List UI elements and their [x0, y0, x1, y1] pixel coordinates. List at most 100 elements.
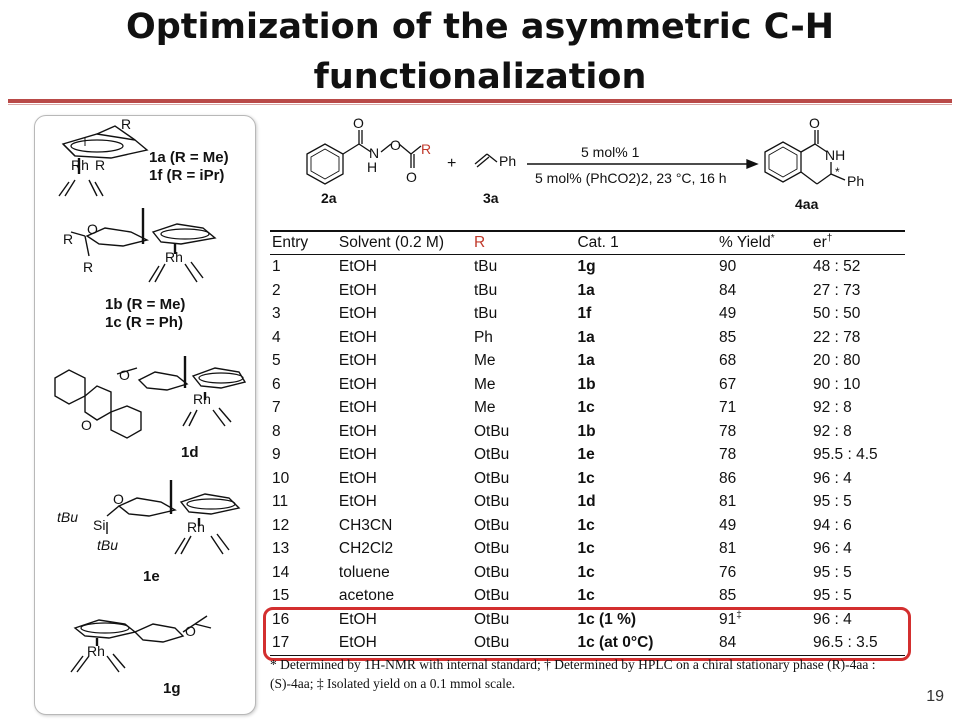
cell-entry: 17	[270, 631, 337, 656]
cell-yield: 78	[719, 446, 737, 463]
cell-solvent: EtOH	[338, 493, 377, 510]
cell-catalyst: 1c	[577, 399, 595, 416]
cell-r: Ph	[473, 328, 493, 346]
reaction-scheme: O N H O O R + Ph O NH * Ph	[295, 115, 915, 218]
cell-er: 27 : 73	[813, 281, 861, 299]
page-number: 19	[926, 688, 944, 705]
catalyst-structures-panel: R Rh R O R R Rh	[34, 115, 256, 715]
optimal-conditions-highlight	[263, 607, 911, 661]
svg-text:Rh: Rh	[165, 249, 183, 265]
table-footnote: * Determined by 1H-NMR with internal sta…	[270, 657, 876, 691]
title-divider	[8, 99, 952, 103]
cell-r: OtBu	[473, 422, 510, 440]
cell-entry: 2	[272, 281, 281, 299]
cell-yield: 49	[719, 516, 737, 534]
condition-catalyst: 5 mol% 1	[581, 144, 640, 160]
cell-r: OtBu	[473, 469, 510, 487]
cell-solvent: EtOH	[338, 375, 377, 393]
cell-r: OtBu	[473, 516, 510, 534]
cell-r: OtBu	[473, 446, 510, 463]
cell-entry: 14	[272, 563, 290, 581]
cell-er: 95 : 5	[813, 587, 852, 604]
svg-text:Ph: Ph	[499, 153, 516, 169]
cell-yield: 67	[719, 375, 737, 393]
catalyst-1c-label: 1c (R = Ph)	[105, 314, 183, 331]
title-divider-shadow	[8, 104, 952, 105]
cell-yield: 84	[717, 631, 811, 656]
c1-r-top: R	[121, 116, 131, 132]
cell-r: OtBu	[473, 563, 510, 581]
cell-r: Me	[473, 399, 496, 416]
catalyst-1g-structure	[70, 615, 212, 673]
svg-text:O: O	[809, 118, 820, 131]
cell-solvent: EtOH	[338, 352, 377, 369]
cell-yield: 86	[719, 469, 737, 487]
cell-yield: 78	[719, 422, 737, 440]
svg-text:Rh: Rh	[87, 643, 105, 659]
svg-text:tBu: tBu	[97, 537, 118, 553]
svg-text:Si: Si	[93, 517, 105, 533]
cell-catalyst-note: (1 %)	[594, 610, 637, 628]
svg-text:O: O	[185, 623, 196, 639]
cell-solvent: acetone	[338, 587, 395, 604]
cell-catalyst: 1a	[577, 328, 595, 346]
header-yield: % Yield*	[717, 230, 811, 255]
cell-er: 95 : 5	[813, 563, 852, 581]
cell-catalyst: 1g	[577, 258, 596, 275]
cell-r: tBu	[473, 258, 498, 275]
cell-catalyst: 1c (1 %)	[577, 610, 637, 628]
cell-r: tBu	[473, 281, 498, 299]
cell-entry: 4	[272, 328, 281, 346]
header-r: R	[471, 230, 576, 255]
cell-solvent: EtOH	[338, 305, 377, 322]
cell-yield: 49	[719, 305, 737, 322]
cell-catalyst: 1b	[577, 422, 596, 440]
product-4aa-structure	[764, 130, 846, 185]
styrene-structure	[474, 153, 498, 168]
cell-entry: 6	[272, 375, 281, 393]
svg-text:Rh: Rh	[187, 519, 205, 535]
svg-text:O: O	[113, 491, 124, 507]
cell-yield: 81	[719, 540, 737, 557]
catalyst-1e-label: 1e	[143, 568, 160, 585]
cell-er: 50 : 50	[813, 305, 861, 322]
cell-entry: 12	[272, 516, 290, 534]
cell-entry: 7	[272, 399, 281, 416]
cell-r: OtBu	[473, 587, 510, 604]
svg-text:O: O	[406, 169, 417, 185]
cell-solvent: CH2Cl2	[338, 540, 394, 557]
header-solvent: Solvent (0.2 M)	[336, 230, 472, 255]
cell-yield-mark: ‡	[736, 609, 742, 621]
cell-er: 92 : 8	[813, 399, 852, 416]
svg-text:O: O	[353, 118, 364, 131]
cell-catalyst: 1c	[577, 587, 595, 604]
catalyst-1a-label: 1a (R = Me)	[149, 149, 229, 166]
catalyst-1f-label: 1f (R = iPr)	[149, 167, 225, 184]
optimization-table: Entry Solvent (0.2 M) R Cat. 1 % Yield* …	[270, 230, 905, 656]
cell-r: OtBu	[471, 631, 576, 656]
cell-yield: 76	[719, 563, 737, 581]
header-er: er†	[811, 230, 905, 255]
svg-text:H: H	[367, 159, 377, 175]
cell-solvent: EtOH	[338, 328, 377, 346]
svg-text:+: +	[447, 155, 456, 172]
cell-r: OtBu	[473, 610, 510, 628]
svg-text:R: R	[421, 141, 431, 157]
c1-rh: Rh	[71, 157, 89, 173]
cell-solvent: EtOH	[338, 399, 377, 416]
cell-solvent: EtOH	[338, 422, 377, 440]
cell-solvent: EtOH	[336, 631, 472, 656]
cell-yield: 85	[719, 587, 737, 604]
cell-er: 96.5 : 3.5	[811, 631, 905, 656]
cell-yield: 90	[719, 258, 737, 275]
svg-text:NH: NH	[825, 147, 845, 163]
c1-r-mid: R	[95, 157, 105, 173]
